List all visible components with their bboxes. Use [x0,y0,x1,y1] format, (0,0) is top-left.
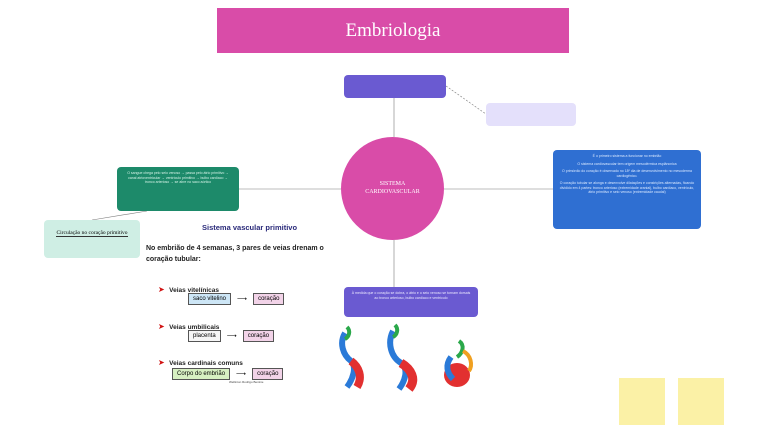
right-arrow-icon: ⟶ [226,333,237,340]
figure-item-1: ➤ Veias vitelínicas [158,279,219,297]
flow-from: Corpo do embrião [172,368,231,380]
flow-to: coração [242,330,275,342]
page-title: Embriologia [217,8,569,53]
mint-node-text: Circulação no coração primitivo [56,230,128,237]
folding-node-text: À medida que o coração se dobra, o átrio… [351,291,471,300]
right-arrow-icon: ⟶ [237,296,248,303]
figure-flow-2: placenta ⟶ coração [188,330,275,342]
sticky-note-2[interactable] [678,378,724,425]
arrow-icon: ➤ [158,358,165,367]
circulation-node[interactable]: O sangue chega pelo seio venoso → passa … [117,167,239,211]
figure-flow-3: Corpo do embrião ⟶ coração [172,368,284,380]
info-text-2: O sistema cardiovascular tem origem meso… [577,161,677,166]
figure-item-3-label: Veias cardinais comuns [169,360,243,367]
circulation-node-text: O sangue chega pelo seio venoso → passa … [127,171,229,185]
mint-node[interactable]: Circulação no coração primitivo [44,220,140,258]
sticky-note-1[interactable] [619,378,665,425]
flow-from: placenta [188,330,221,342]
flow-from: saco vitelino [188,293,232,305]
top-node[interactable] [344,75,446,98]
info-text-1: É o primeiro sistema a funcionar no embr… [592,154,662,158]
arrow-icon: ➤ [158,285,165,294]
figure-credit: Wellinton Rodrigo Beninie [229,380,264,384]
figure-item-2: ➤ Veias umbilicais [158,316,219,334]
figure-intro: No embrião de 4 semanas, 3 pares de veia… [146,245,324,263]
figure-item-3: ➤ Veias cardinais comuns [158,352,243,370]
figure-item-2-label: Veias umbilicais [169,324,220,331]
central-topic-line2: CARDIOVASCULAR [365,188,420,195]
flow-to: coração [253,293,285,305]
folding-node[interactable]: À medida que o coração se dobra, o átrio… [344,287,478,317]
flow-to: coração [252,368,284,380]
figure-flow-1: saco vitelino ⟶ coração [188,293,285,305]
side-node[interactable] [486,103,576,126]
heart-folding-illustration [339,323,473,392]
central-topic[interactable]: SISTEMA CARDIOVASCULAR [341,137,444,240]
right-arrow-icon: ⟶ [236,371,247,378]
info-node[interactable]: É o primeiro sistema a funcionar no embr… [553,150,701,229]
figure-item-1-label: Veias vitelínicas [169,287,220,294]
info-text-3: O primórdio do coração é observado no 18… [562,169,692,178]
arrow-icon: ➤ [158,322,165,331]
info-text-4: O coração tubular se alonga e desenvolve… [559,181,695,195]
figure-title: Sistema vascular primitivo [202,223,298,232]
central-topic-line1: SISTEMA [379,180,406,187]
